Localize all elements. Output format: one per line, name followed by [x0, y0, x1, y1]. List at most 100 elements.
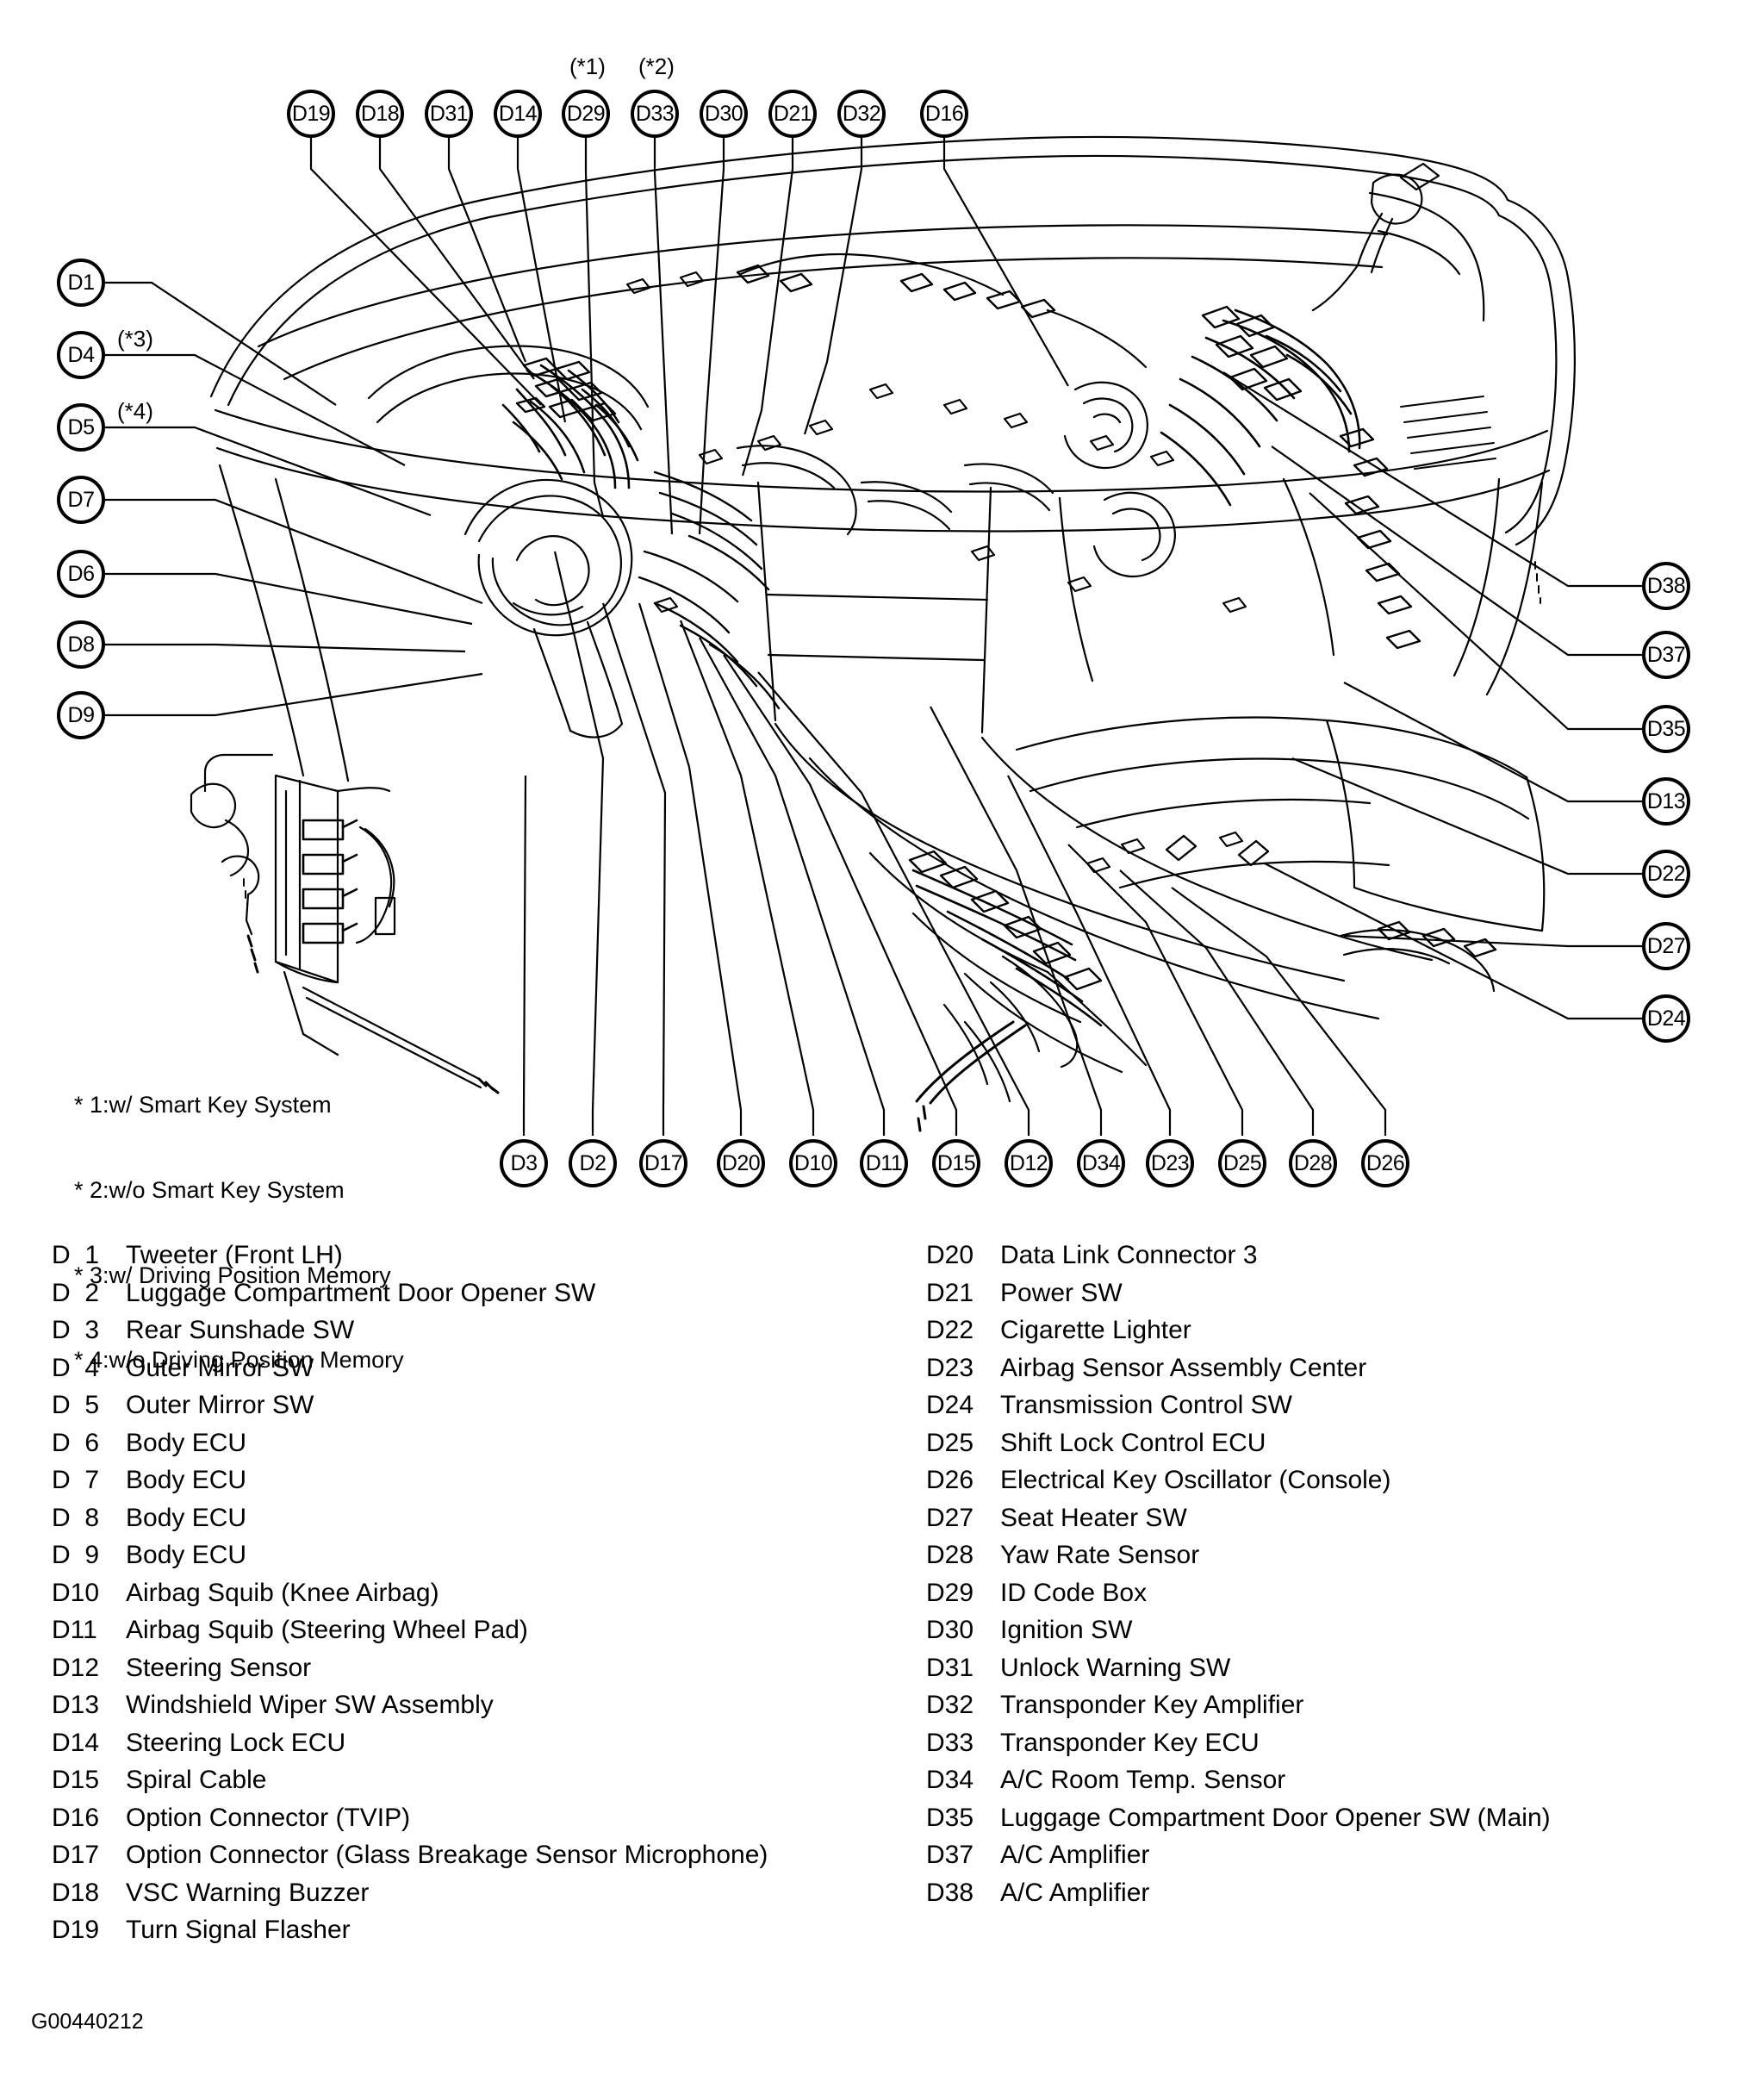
legend-item: D 8 Body ECU: [52, 1504, 913, 1542]
callout-bubble-d38[interactable]: D38: [1642, 562, 1690, 610]
callout-bubble-d35[interactable]: D35: [1642, 705, 1690, 753]
callout-bubble-d8[interactable]: D8: [57, 620, 105, 669]
legend-code: D29: [926, 1578, 974, 1607]
callout-bubble-d4[interactable]: D4: [57, 331, 105, 379]
callout-bubble-d37[interactable]: D37: [1642, 631, 1690, 679]
callout-bubble-d33[interactable]: D33: [631, 90, 679, 138]
legend-code: D21: [926, 1278, 974, 1307]
legend-code: D 8: [52, 1503, 100, 1532]
legend-code: D15: [52, 1766, 100, 1794]
footnote-3: * 3:w/ Driving Position Memory: [74, 1262, 391, 1288]
callout-bubble-d29[interactable]: D29: [562, 90, 610, 138]
legend-code: D27: [926, 1503, 974, 1532]
legend-item: D29 ID Code Box: [926, 1579, 1745, 1617]
callout-bubble-d25[interactable]: D25: [1218, 1139, 1266, 1187]
callout-bubble-d3[interactable]: D3: [500, 1139, 548, 1187]
legend-description: A/C Amplifier: [1000, 1878, 1150, 1907]
callout-bubble-d34[interactable]: D34: [1077, 1139, 1125, 1187]
callout-bubble-d9[interactable]: D9: [57, 691, 105, 739]
legend-description: Outer Mirror SW: [126, 1391, 314, 1419]
legend-code: D14: [52, 1728, 100, 1757]
callout-bubble-d6[interactable]: D6: [57, 550, 105, 598]
callout-bubble-d22[interactable]: D22: [1642, 850, 1690, 898]
callout-bubble-d27[interactable]: D27: [1642, 922, 1690, 970]
callout-bubble-d19[interactable]: D19: [287, 90, 335, 138]
legend-code: D24: [926, 1391, 974, 1419]
callout-bubble-d16[interactable]: D16: [920, 90, 968, 138]
callout-bubble-d15[interactable]: D15: [932, 1139, 980, 1187]
callout-bubble-d28[interactable]: D28: [1289, 1139, 1337, 1187]
callout-bubble-d30[interactable]: D30: [700, 90, 748, 138]
legend-description: Transmission Control SW: [1000, 1391, 1292, 1419]
legend-code: D16: [52, 1803, 100, 1832]
footnote-marker-3: (*3): [117, 326, 153, 352]
callout-bubble-d18[interactable]: D18: [356, 90, 404, 138]
footnote-marker-1: (*1): [569, 53, 606, 79]
footnote-4: * 4:w/o Driving Position Memory: [74, 1347, 404, 1374]
footnote-marker-2: (*2): [638, 53, 675, 79]
legend-description: Data Link Connector 3: [1000, 1241, 1258, 1269]
legend-description: Cigarette Lighter: [1000, 1316, 1191, 1344]
legend-code: D25: [926, 1428, 974, 1457]
legend-item: D28 Yaw Rate Sensor: [926, 1541, 1745, 1579]
legend-description: A/C Amplifier: [1000, 1841, 1150, 1869]
callout-bubble-d5[interactable]: D5: [57, 403, 105, 452]
callout-bubble-d24[interactable]: D24: [1642, 994, 1690, 1043]
callout-bubble-d13[interactable]: D13: [1642, 777, 1690, 826]
callout-bubble-d20[interactable]: D20: [717, 1139, 765, 1187]
callout-bubble-d31[interactable]: D31: [425, 90, 473, 138]
legend-code: D30: [926, 1616, 974, 1644]
legend-code: D 5: [52, 1391, 100, 1419]
callout-bubble-d1[interactable]: D1: [57, 259, 105, 307]
legend-code: D 3: [52, 1316, 100, 1344]
legend-description: Body ECU: [126, 1503, 247, 1532]
legend-description: A/C Room Temp. Sensor: [1000, 1766, 1286, 1794]
legend-item: D27 Seat Heater SW: [926, 1504, 1745, 1542]
callout-bubble-d12[interactable]: D12: [1005, 1139, 1053, 1187]
callout-bubble-d2[interactable]: D2: [569, 1139, 617, 1187]
legend-item: D22 Cigarette Lighter: [926, 1316, 1745, 1354]
legend-description: ID Code Box: [1000, 1578, 1148, 1607]
callout-bubble-d7[interactable]: D7: [57, 476, 105, 524]
callout-bubble-d26[interactable]: D26: [1361, 1139, 1409, 1187]
legend-code: D12: [52, 1653, 100, 1682]
legend-code: D22: [926, 1316, 974, 1344]
legend-description: Seat Heater SW: [1000, 1503, 1187, 1532]
legend-code: D 7: [52, 1466, 100, 1494]
callout-bubble-d17[interactable]: D17: [639, 1139, 687, 1187]
legend-description: Option Connector (Glass Breakage Sensor …: [126, 1841, 768, 1869]
legend-code: D11: [52, 1616, 97, 1644]
callout-bubble-d23[interactable]: D23: [1146, 1139, 1194, 1187]
legend-description: Body ECU: [126, 1466, 247, 1494]
legend-code: D28: [926, 1541, 974, 1569]
legend-description: Airbag Squib (Steering Wheel Pad): [126, 1616, 528, 1644]
callout-bubble-d32[interactable]: D32: [837, 90, 886, 138]
callout-bubble-d10[interactable]: D10: [789, 1139, 837, 1187]
legend-description: Transponder Key Amplifier: [1000, 1691, 1304, 1719]
footnote-marker-4: (*4): [117, 398, 153, 424]
callout-bubble-d21[interactable]: D21: [768, 90, 817, 138]
callout-bubble-d11[interactable]: D11: [860, 1139, 908, 1187]
callout-bubble-d14[interactable]: D14: [494, 90, 542, 138]
legend-code: D20: [926, 1241, 974, 1269]
footnote-block: * 1:w/ Smart Key System * 2:w/o Smart Ke…: [74, 1034, 404, 1431]
legend-code: D10: [52, 1578, 100, 1607]
legend-description: Yaw Rate Sensor: [1000, 1541, 1200, 1569]
